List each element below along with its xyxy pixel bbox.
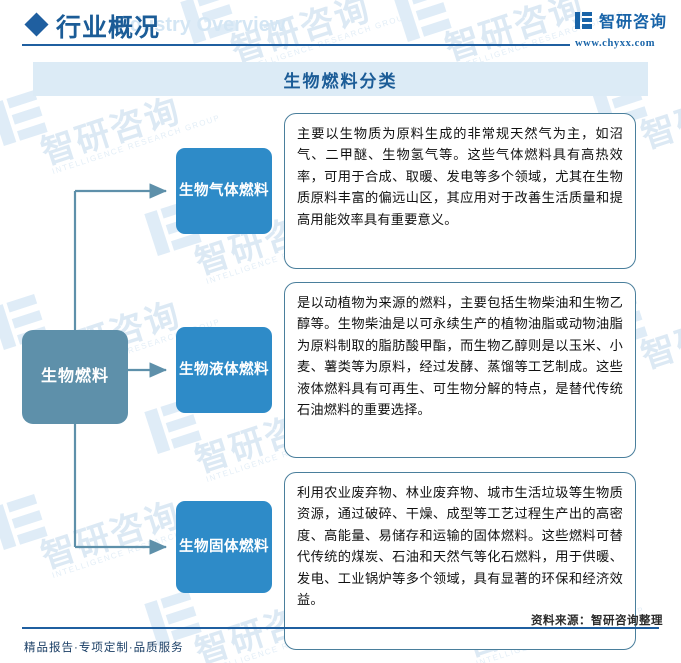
category-node-gas[interactable]: 生物气体燃料 — [176, 148, 272, 234]
category-node-liquid[interactable]: 生物液体燃料 — [176, 327, 272, 413]
category-node-solid[interactable]: 生物固体燃料 — [176, 501, 272, 593]
chart-title: 生物燃料分类 — [283, 71, 398, 91]
description-box-gas: 主要以生物质为原料生成的非常规天然气为主，如沼气、二甲醚、生物氢气等。这些气体燃… — [284, 113, 636, 269]
brand-block: 智研咨询 www.chyxx.com — [574, 8, 667, 49]
classification-diagram: 生物燃料 生物气体燃料 生物液体燃料 生物固体燃料 主要以生物质为原料生成的非常… — [0, 100, 681, 650]
page-header: Industry Overview 行业概况 智研咨询 www.chyxx.co… — [0, 0, 681, 52]
header-divider — [22, 44, 570, 46]
brand-row: 智研咨询 — [574, 8, 667, 32]
footer-divider — [22, 627, 659, 629]
diamond-icon — [24, 12, 49, 37]
footer-tagline: 精品报告·专项定制·品质服务 — [24, 642, 184, 654]
chart-title-banner: 生物燃料分类 — [33, 62, 648, 96]
description-box-liquid: 是以动植物为来源的燃料，主要包括生物柴油和生物乙醇等。生物柴油是以可永续生产的植… — [284, 282, 636, 458]
source-note: 资料来源：智研咨询整理 — [531, 615, 663, 627]
chyxx-logo-icon — [574, 11, 592, 29]
brand-url[interactable]: www.chyxx.com — [574, 38, 656, 49]
page-title: 行业概况 — [56, 14, 161, 42]
root-node-biofuel[interactable]: 生物燃料 — [22, 330, 128, 424]
brand-name: 智研咨询 — [598, 14, 667, 31]
